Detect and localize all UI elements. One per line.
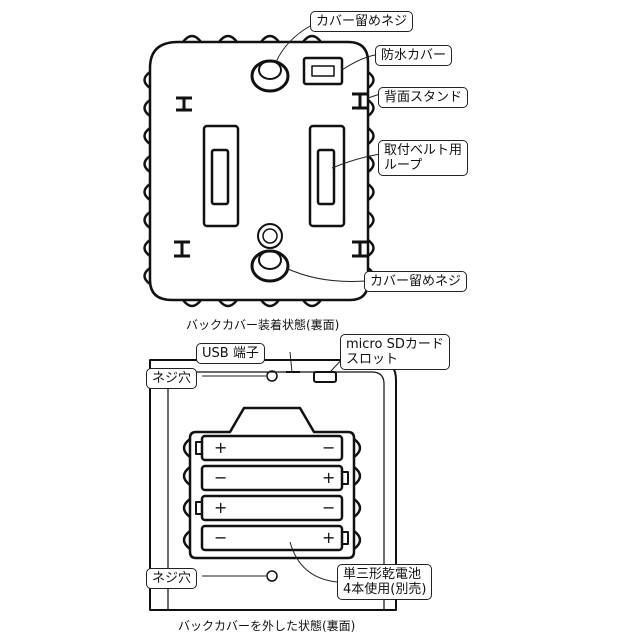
cover-bump bbox=[143, 238, 151, 258]
cover-bump bbox=[367, 210, 375, 230]
compartment-bump bbox=[182, 530, 191, 550]
cover-bump bbox=[182, 299, 202, 308]
callout-usb-port: USB 端子 bbox=[196, 343, 265, 364]
stand-foot-bottom-left bbox=[174, 240, 190, 258]
callout-screw-hole-bottom: ネジ穴 bbox=[146, 568, 198, 589]
cover-bump bbox=[143, 154, 151, 174]
back-cover-body bbox=[148, 40, 370, 302]
battery-cell: +− bbox=[195, 494, 344, 522]
compartment-bump bbox=[182, 438, 191, 458]
cover-bump bbox=[367, 154, 375, 174]
cover-bump bbox=[143, 182, 151, 202]
compartment-bump bbox=[353, 438, 362, 458]
battery-cell: −+ bbox=[200, 524, 349, 552]
compartment-side-bumps bbox=[182, 438, 362, 550]
callout-waterproof-cover-text: 防水カバー bbox=[381, 48, 447, 63]
battery-left-sign: + bbox=[214, 498, 227, 517]
cover-bump bbox=[143, 70, 151, 90]
screw-hole-top bbox=[266, 370, 278, 382]
callout-back-stand-text: 背面スタンド bbox=[384, 90, 463, 105]
vent-ring bbox=[257, 223, 283, 249]
cover-bump bbox=[182, 34, 202, 43]
callout-back-stand: 背面スタンド bbox=[378, 87, 469, 108]
caption-cover-removed: バックカバーを外した状態(裏面) bbox=[178, 619, 356, 633]
compartment-bump bbox=[182, 466, 191, 486]
callout-batteries-line2: 4本使用(別売) bbox=[343, 582, 427, 597]
battery-compartment bbox=[188, 406, 356, 560]
callout-screw-hole-bottom-text: ネジ穴 bbox=[152, 571, 192, 586]
battery-right-sign: − bbox=[322, 498, 335, 517]
cover-bump bbox=[367, 98, 375, 118]
callout-screw-hole-top-text: ネジ穴 bbox=[152, 371, 192, 386]
caption-cover-attached: バックカバー装着状態(裏面) bbox=[186, 318, 340, 332]
cover-bump bbox=[143, 98, 151, 118]
battery-right-sign: + bbox=[322, 468, 335, 487]
cover-bump bbox=[367, 238, 375, 258]
callout-micro-sd-line1: micro SDカード bbox=[346, 337, 444, 352]
callout-belt-loop: 取付ベルト用 ループ bbox=[378, 140, 469, 176]
belt-loop-left bbox=[202, 124, 240, 228]
callout-screw-hole-top: ネジ穴 bbox=[146, 368, 198, 389]
compartment-bump bbox=[353, 498, 362, 518]
callout-cover-screw-bottom-text: カバー留めネジ bbox=[370, 274, 462, 289]
battery-right-sign: + bbox=[322, 528, 335, 547]
cover-screw-bottom bbox=[250, 249, 290, 283]
callout-cover-screw-bottom: カバー留めネジ bbox=[364, 271, 468, 292]
waterproof-cover bbox=[302, 56, 344, 86]
micro-sd-slot bbox=[313, 371, 337, 383]
callout-cover-screw-top: カバー留めネジ bbox=[310, 11, 414, 32]
compartment-bump bbox=[353, 530, 362, 550]
callout-micro-sd-line2: スロット bbox=[346, 352, 399, 367]
stand-foot-top-right bbox=[352, 92, 368, 110]
battery-terminal bbox=[341, 531, 349, 545]
stand-foot-top-left bbox=[176, 96, 192, 112]
callout-batteries-line1: 単三形乾電池 bbox=[343, 567, 422, 582]
callout-belt-loop-line2: ループ bbox=[384, 158, 423, 173]
cover-screw-top bbox=[250, 59, 290, 93]
cover-bump bbox=[367, 182, 375, 202]
battery-right-sign: − bbox=[322, 438, 335, 457]
cover-bump bbox=[302, 34, 322, 43]
battery-cell: −+ bbox=[200, 464, 349, 492]
battery-terminal bbox=[195, 441, 203, 455]
cover-bump bbox=[143, 126, 151, 146]
cover-bump bbox=[367, 126, 375, 146]
cover-bump bbox=[218, 34, 238, 43]
compartment-bump bbox=[353, 466, 362, 486]
battery-terminal bbox=[195, 501, 203, 515]
callout-micro-sd-slot: micro SDカード スロット bbox=[340, 334, 450, 370]
cover-bump bbox=[260, 34, 280, 43]
cover-bump bbox=[143, 266, 151, 286]
callout-waterproof-cover: 防水カバー bbox=[375, 45, 453, 66]
screw-hole-bottom bbox=[266, 570, 278, 582]
battery-left-sign: − bbox=[214, 528, 227, 547]
cover-bump bbox=[367, 70, 375, 90]
cover-bump bbox=[143, 210, 151, 230]
cover-bump bbox=[260, 299, 280, 308]
compartment-bump bbox=[182, 498, 191, 518]
callout-batteries: 単三形乾電池 4本使用(別売) bbox=[337, 564, 433, 600]
battery-terminal bbox=[341, 471, 349, 485]
battery-cell: +− bbox=[195, 434, 344, 462]
belt-loop-right bbox=[308, 124, 346, 228]
stand-foot-bottom-right bbox=[352, 240, 368, 258]
battery-left-sign: + bbox=[214, 438, 227, 457]
cover-bump bbox=[218, 299, 238, 308]
callout-cover-screw-top-text: カバー留めネジ bbox=[316, 14, 408, 29]
cover-bump bbox=[302, 299, 322, 308]
callout-belt-loop-line1: 取付ベルト用 bbox=[384, 143, 463, 158]
battery-left-sign: − bbox=[214, 468, 227, 487]
battery-cells: +−−++−−+ bbox=[195, 434, 349, 552]
callout-usb-port-text: USB 端子 bbox=[202, 346, 259, 361]
leader-lines bbox=[202, 25, 381, 583]
cover-edge-bumps bbox=[143, 34, 375, 308]
